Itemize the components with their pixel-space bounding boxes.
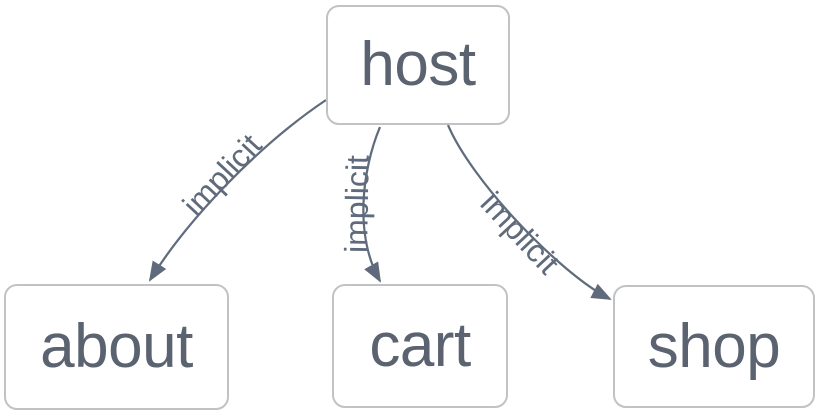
node-about-label: about	[40, 312, 193, 381]
node-shop-label: shop	[647, 311, 781, 381]
node-host-label: host	[360, 30, 476, 99]
node-about: about	[4, 284, 229, 410]
edge-host-cart	[362, 126, 382, 283]
node-host: host	[326, 5, 510, 125]
edge-host-shop	[446, 124, 612, 301]
edge-label-host-about: implicit	[175, 127, 268, 223]
edge-label-host-cart: implicit	[338, 155, 376, 254]
node-cart-label: cart	[369, 311, 471, 380]
node-cart: cart	[332, 284, 508, 408]
edge-label-host-shop: implicit	[474, 185, 567, 281]
edge-host-about	[148, 99, 327, 282]
node-shop: shop	[613, 285, 815, 408]
